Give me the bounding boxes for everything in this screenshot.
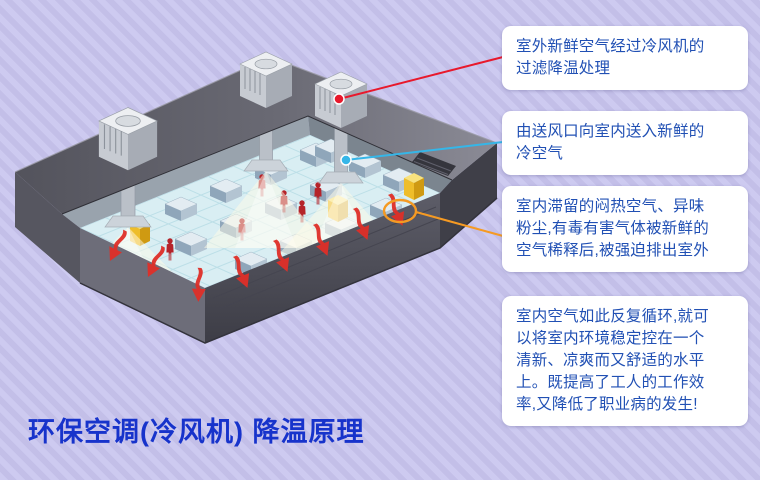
callout-filter: 室外新鲜空气经过冷风机的 过滤降温处理 — [502, 26, 748, 90]
callout-filter-text: 室外新鲜空气经过冷风机的 过滤降温处理 — [516, 38, 705, 77]
callout-cycle: 室内空气如此反复循环,就可 以将室内环境稳定控在一个 清新、凉爽而又舒适的水平 … — [502, 296, 748, 426]
leader-line-filter — [338, 56, 504, 100]
callout-supply: 由送风口向室内送入新鲜的 冷空气 — [502, 111, 748, 175]
marker-dot-filter — [333, 93, 345, 105]
callout-exhaust: 室内滞留的闷热空气、异味 粉尘,有毒有害气体被新鲜的 空气稀释后,被强迫排出室外 — [502, 186, 748, 272]
marker-dot-supply — [340, 154, 352, 166]
leader-lines — [338, 56, 504, 237]
callout-exhaust-text: 室内滞留的闷热空气、异味 粉尘,有毒有害气体被新鲜的 空气稀释后,被强迫排出室外 — [516, 198, 709, 259]
air-diffuser — [318, 171, 364, 184]
callout-supply-text: 由送风口向室内送入新鲜的 冷空气 — [516, 123, 705, 162]
air-diffuser — [243, 159, 289, 172]
machine-icon — [404, 173, 424, 200]
page-title: 环保空调(冷风机) 降温原理 — [28, 417, 365, 447]
leader-line-exhaust — [415, 211, 504, 237]
air-diffuser — [104, 215, 152, 228]
callout-cycle-text: 室内空气如此反复循环,就可 以将室内环境稳定控在一个 清新、凉爽而又舒适的水平 … — [516, 308, 709, 413]
leader-line-supply — [345, 141, 504, 161]
leader-markers — [333, 93, 352, 166]
exhaust-highlight-ring — [382, 198, 418, 224]
